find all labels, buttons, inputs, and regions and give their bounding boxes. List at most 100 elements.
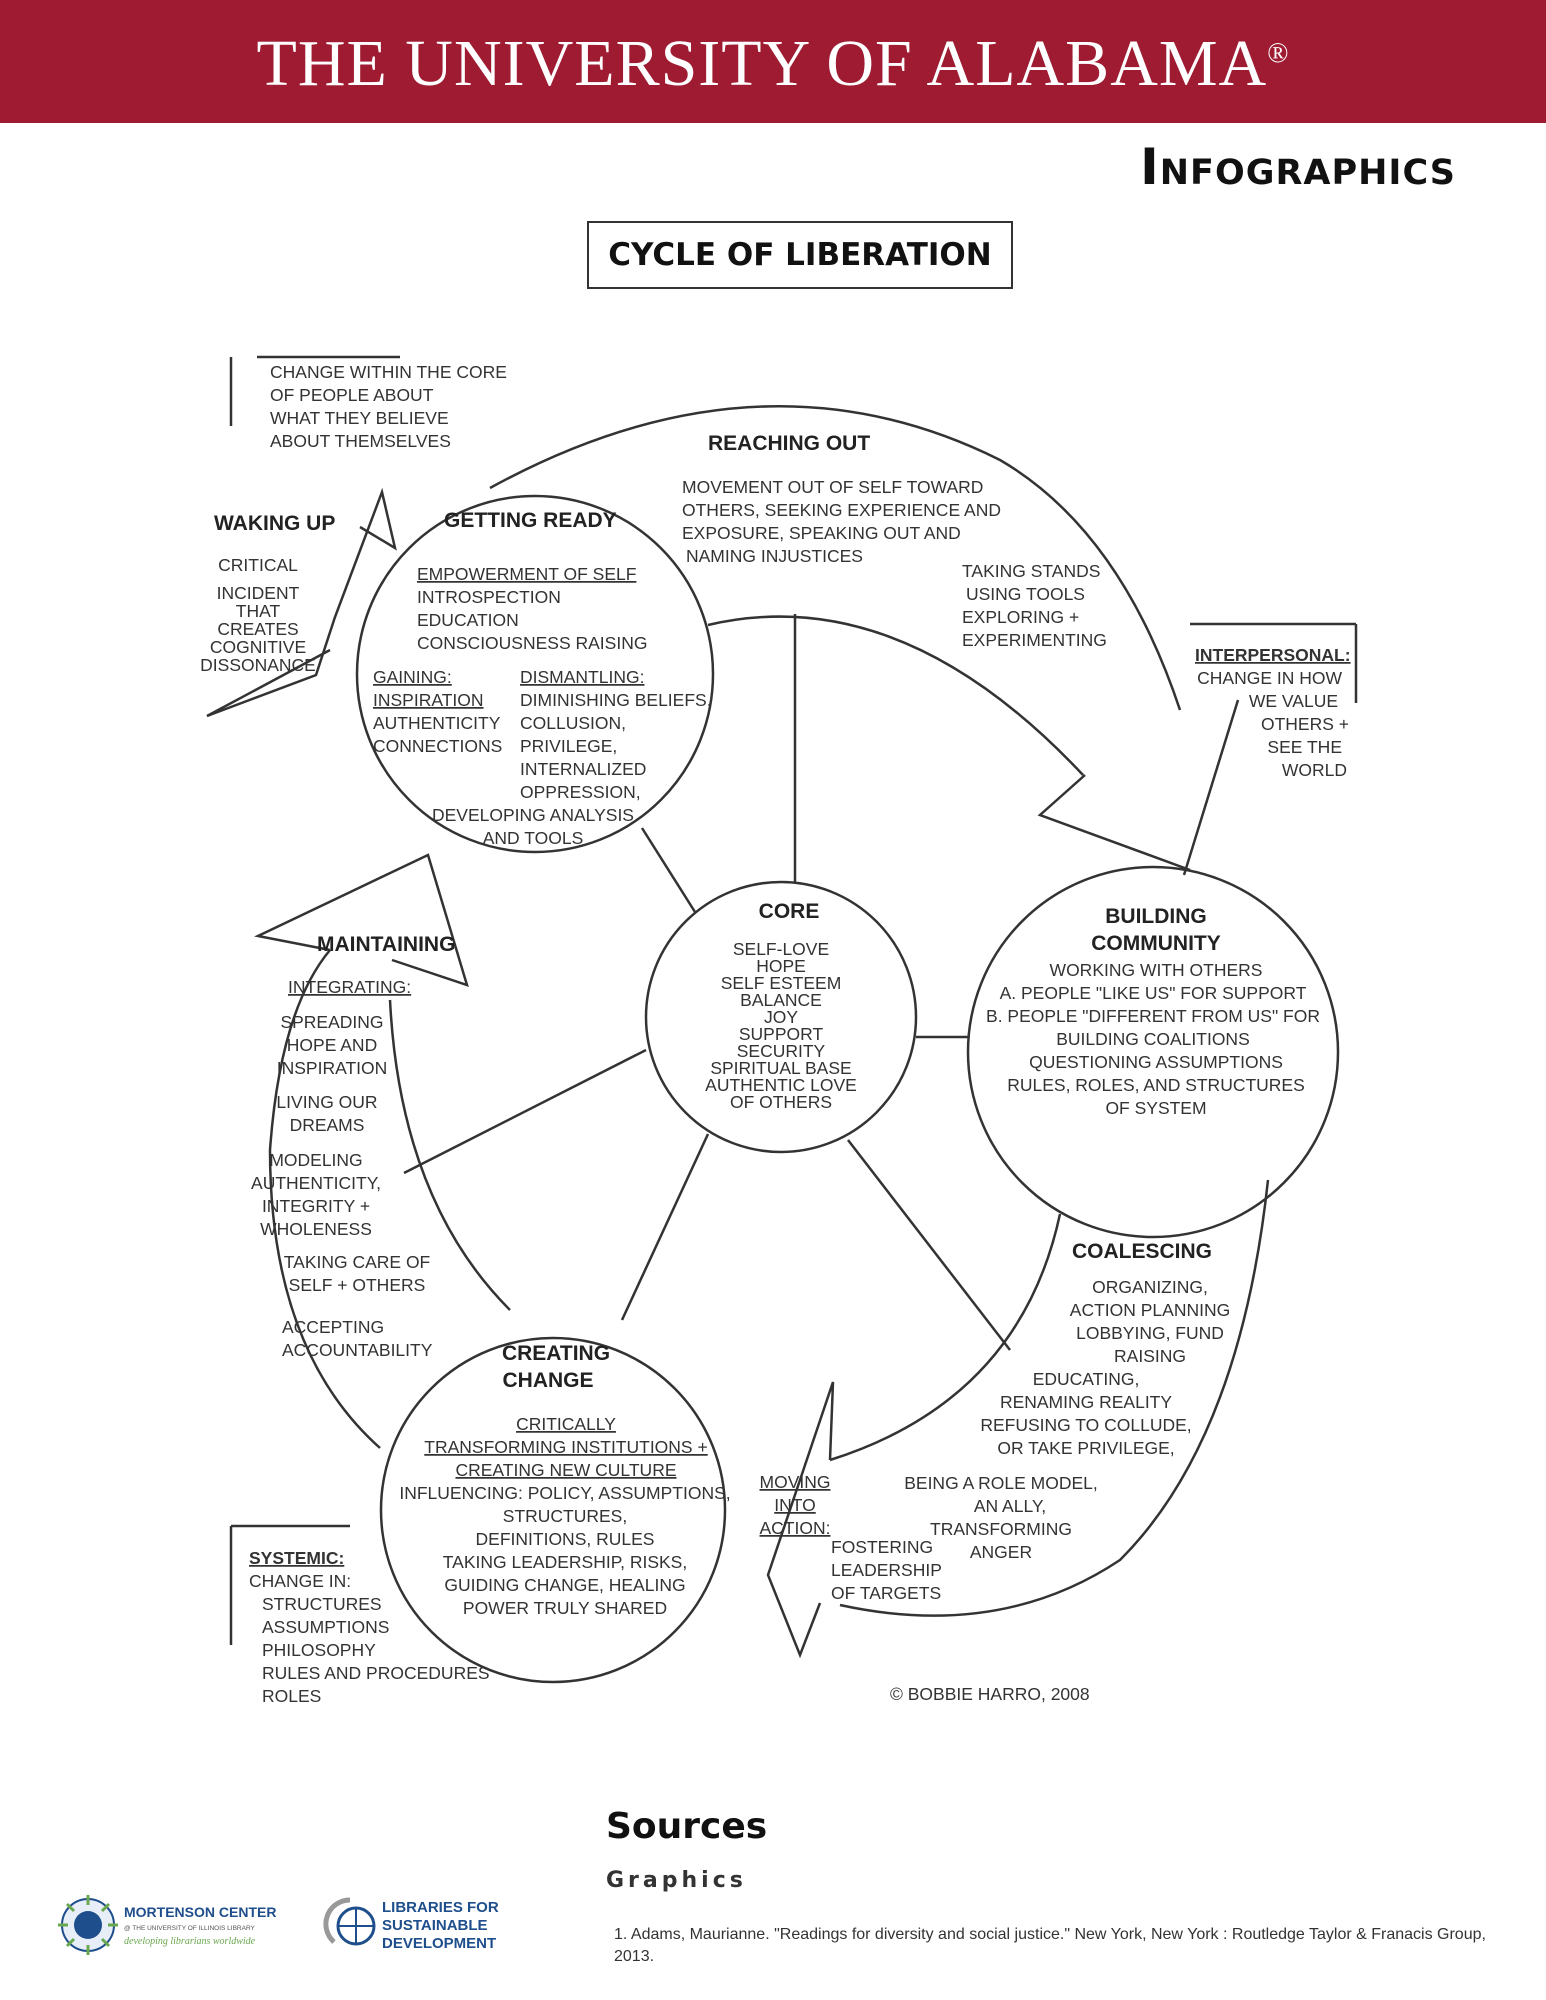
creating-change-line: POWER TRULY SHARED bbox=[463, 1598, 667, 1618]
getting-ready-bottom-line: AND TOOLS bbox=[483, 828, 584, 848]
building-community-circle bbox=[966, 865, 1340, 1239]
building-community-line: OF SYSTEM bbox=[1105, 1098, 1206, 1118]
building-community-line: BUILDING COALITIONS bbox=[1056, 1029, 1250, 1049]
getting-ready-line: CONSCIOUSNESS RAISING bbox=[417, 633, 647, 653]
dismantling-line: PRIVILEGE, bbox=[520, 736, 617, 756]
dismantling-line: OPPRESSION, bbox=[520, 782, 641, 802]
role-model-line: ANGER bbox=[970, 1542, 1032, 1562]
building-community-line: A. PEOPLE "LIKE US" FOR SUPPORT bbox=[1000, 983, 1307, 1003]
dismantling-line: COLLUSION, bbox=[520, 713, 626, 733]
creating-change-line: DEFINITIONS, RULES bbox=[476, 1529, 655, 1549]
inner-arc-left bbox=[388, 999, 511, 1311]
maintaining-line: SPREADING bbox=[280, 1012, 383, 1032]
moving-into-action-arrowhead bbox=[766, 1381, 835, 1659]
maintaining-line: INSPIRATION bbox=[277, 1058, 388, 1078]
building-community: BUILDING COMMUNITY WORKING WITH OTHERS A… bbox=[986, 905, 1320, 1118]
interpersonal-line: OTHERS + bbox=[1261, 714, 1349, 734]
university-title: THE UNIVERSITY OF ALABAMA® bbox=[0, 26, 1546, 102]
coalescing-heading: COALESCING bbox=[1072, 1240, 1212, 1263]
gaining-sub: INSPIRATION bbox=[373, 690, 484, 710]
getting-ready-underlined: EMPOWERMENT OF SELF bbox=[417, 564, 636, 584]
creating-change-line: STRUCTURES, bbox=[503, 1506, 627, 1526]
waking-up-edge bbox=[206, 648, 331, 718]
systemic-line: STRUCTURES bbox=[262, 1594, 382, 1614]
reaching-out-arrowhead bbox=[1037, 774, 1191, 872]
reaching-out-line: MOVEMENT OUT OF SELF TOWARD bbox=[682, 477, 983, 497]
interpersonal-heading: INTERPERSONAL: bbox=[1195, 645, 1351, 665]
core-line: SELF-LOVE bbox=[733, 939, 829, 959]
core-line: OF OTHERS bbox=[730, 1092, 832, 1112]
globe-icon: MORTENSON CENTER @ THE UNIVERSITY OF ILL… bbox=[58, 1895, 276, 1955]
coalescing-line: ACTION PLANNING bbox=[1070, 1300, 1230, 1320]
systemic-line: CHANGE IN: bbox=[249, 1571, 351, 1591]
systemic-line: RULES AND PROCEDURES bbox=[262, 1663, 490, 1683]
integrating-heading: INTEGRATING: bbox=[288, 977, 411, 997]
systemic-line: ROLES bbox=[262, 1686, 321, 1706]
creating-change-underlined: CRITICALLY bbox=[516, 1414, 616, 1434]
dismantling-line: INTERNALIZED bbox=[520, 759, 646, 779]
maintaining-line: TAKING CARE OF bbox=[284, 1252, 431, 1272]
core-line: HOPE bbox=[756, 956, 806, 976]
inner-arc-right bbox=[829, 1213, 1062, 1462]
coalescing-line: RENAMING REALITY bbox=[1000, 1392, 1172, 1412]
waking-up-line: THAT bbox=[236, 601, 281, 621]
building-community-line: QUESTIONING ASSUMPTIONS bbox=[1029, 1052, 1283, 1072]
maintaining: MAINTAINING INTEGRATING: SPREADING HOPE … bbox=[251, 933, 455, 1360]
libraries-line: SUSTAINABLE bbox=[382, 1917, 488, 1934]
coalescing-line: LOBBYING, FUND bbox=[1076, 1323, 1224, 1343]
maintaining-line: LIVING OUR bbox=[276, 1092, 377, 1112]
core-line: BALANCE bbox=[740, 990, 822, 1010]
maintaining-line: AUTHENTICITY, bbox=[251, 1173, 381, 1193]
waking-up-heading: WAKING UP bbox=[214, 512, 335, 535]
libraries-sustainable-logo: LIBRARIES FOR SUSTAINABLE DEVELOPMENT bbox=[320, 1892, 500, 1958]
interpersonal-pointer bbox=[1182, 699, 1240, 876]
fostering-line: LEADERSHIP bbox=[831, 1560, 942, 1580]
inner-arc-top bbox=[707, 615, 1084, 776]
maintaining-heading: MAINTAINING bbox=[317, 933, 455, 956]
mortenson-sub: @ THE UNIVERSITY OF ILLINOIS LIBRARY bbox=[124, 1925, 256, 1932]
reaching-out: REACHING OUT MOVEMENT OUT OF SELF TOWARD… bbox=[682, 432, 1107, 650]
dismantling-line: DIMINISHING BELIEFS, bbox=[520, 690, 712, 710]
core: CORE SELF-LOVE HOPE SELF ESTEEM BALANCE … bbox=[705, 900, 857, 1112]
systemic-line: ASSUMPTIONS bbox=[262, 1617, 389, 1637]
maintaining-line: SELF + OTHERS bbox=[289, 1275, 426, 1295]
building-community-heading: BUILDING bbox=[1105, 905, 1207, 928]
university-name: THE UNIVERSITY OF ALABAMA bbox=[256, 27, 1268, 100]
creating-change-line: TAKING LEADERSHIP, RISKS, bbox=[443, 1552, 687, 1572]
maintaining-arrowhead bbox=[254, 853, 469, 987]
core-note-line: OF PEOPLE ABOUT bbox=[270, 385, 434, 405]
getting-ready-circle bbox=[355, 494, 715, 854]
getting-ready-line: EDUCATION bbox=[417, 610, 519, 630]
fostering-line: OF TARGETS bbox=[831, 1583, 941, 1603]
systemic-heading: SYSTEMIC: bbox=[249, 1548, 344, 1568]
core-note-line: WHAT THEY BELIEVE bbox=[270, 408, 449, 428]
building-community-heading: COMMUNITY bbox=[1091, 932, 1221, 955]
diagram-title: CYCLE OF LIBERATION bbox=[587, 221, 1013, 289]
sources-title: Sources bbox=[606, 1806, 768, 1847]
creating-change-heading: CHANGE bbox=[502, 1369, 593, 1392]
spoke-lower-right bbox=[847, 1139, 1011, 1351]
coalescing-line: OR TAKE PRIVILEGE, bbox=[997, 1438, 1174, 1458]
core-line: AUTHENTIC LOVE bbox=[705, 1075, 857, 1095]
role-model-line: BEING A ROLE MODEL, bbox=[904, 1473, 1098, 1493]
creating-change-line: GUIDING CHANGE, HEALING bbox=[444, 1575, 685, 1595]
dismantling-heading: DISMANTLING: bbox=[520, 667, 644, 687]
coalescing-line: REFUSING TO COLLUDE, bbox=[980, 1415, 1191, 1435]
core-line: SELF ESTEEM bbox=[721, 973, 842, 993]
libraries-line: LIBRARIES FOR bbox=[382, 1899, 499, 1916]
reference-item: 1. Adams, Maurianne. "Readings for diver… bbox=[614, 1926, 1486, 1965]
core-note: CHANGE WITHIN THE CORE OF PEOPLE ABOUT W… bbox=[270, 362, 507, 451]
spoke-left bbox=[403, 1048, 647, 1175]
core-heading: CORE bbox=[759, 900, 820, 923]
taking-stands-line: USING TOOLS bbox=[966, 584, 1085, 604]
interpersonal-line: WORLD bbox=[1282, 760, 1347, 780]
core-line: SUPPORT bbox=[739, 1024, 824, 1044]
creating-change-heading: CREATING bbox=[502, 1342, 610, 1365]
waking-up: WAKING UP CRITICAL INCIDENT THAT CREATES… bbox=[200, 512, 335, 675]
section-title: Infographics bbox=[1140, 138, 1456, 196]
registered-mark: ® bbox=[1267, 38, 1290, 69]
role-model-line: TRANSFORMING bbox=[930, 1519, 1072, 1539]
fostering-line: FOSTERING bbox=[831, 1537, 933, 1557]
reaching-out-line: OTHERS, SEEKING EXPERIENCE AND bbox=[682, 500, 1001, 520]
reaching-out-heading: REACHING OUT bbox=[708, 432, 870, 455]
